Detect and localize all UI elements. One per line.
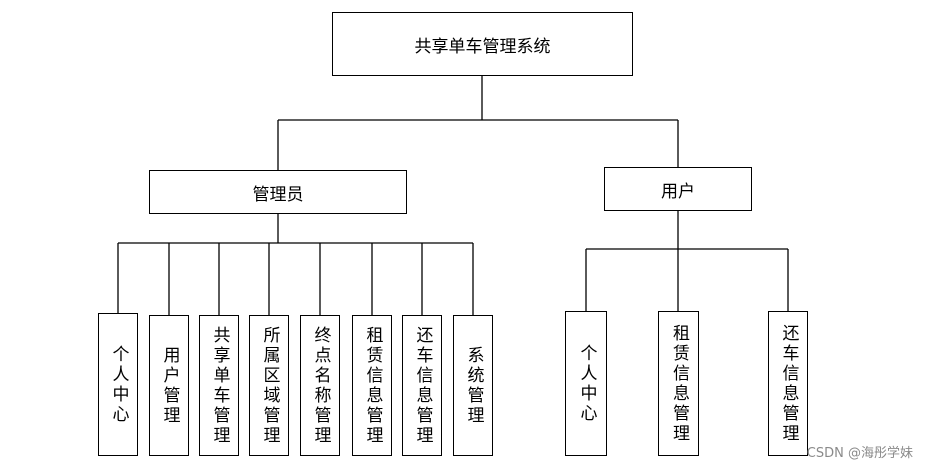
admin-label: 管理员 — [252, 184, 304, 205]
admin-child-endpoint-management: 终点名称管理 — [300, 315, 340, 456]
user-label: 用户 — [661, 181, 695, 202]
user-child-rental-management: 租赁信息管理 — [658, 311, 699, 456]
root-label: 共享单车管理系统 — [414, 36, 551, 57]
user-child-return-management: 还车信息管理 — [768, 311, 808, 456]
user-node: 用户 — [604, 167, 752, 211]
admin-child-rental-management: 租赁信息管理 — [352, 315, 392, 456]
watermark: CSDN @海彤学妹 — [806, 446, 913, 461]
user-child-personal-center: 个人中心 — [565, 311, 607, 456]
admin-child-bike-management: 共享单车管理 — [199, 315, 239, 456]
admin-child-user-management: 用户管理 — [149, 315, 189, 456]
admin-child-system-management: 系统管理 — [453, 315, 493, 456]
admin-child-region-management: 所属区域管理 — [249, 315, 289, 456]
root-node: 共享单车管理系统 — [332, 12, 633, 76]
admin-child-personal-center: 个人中心 — [98, 313, 138, 456]
admin-child-return-management: 还车信息管理 — [402, 315, 442, 456]
admin-node: 管理员 — [149, 170, 407, 214]
